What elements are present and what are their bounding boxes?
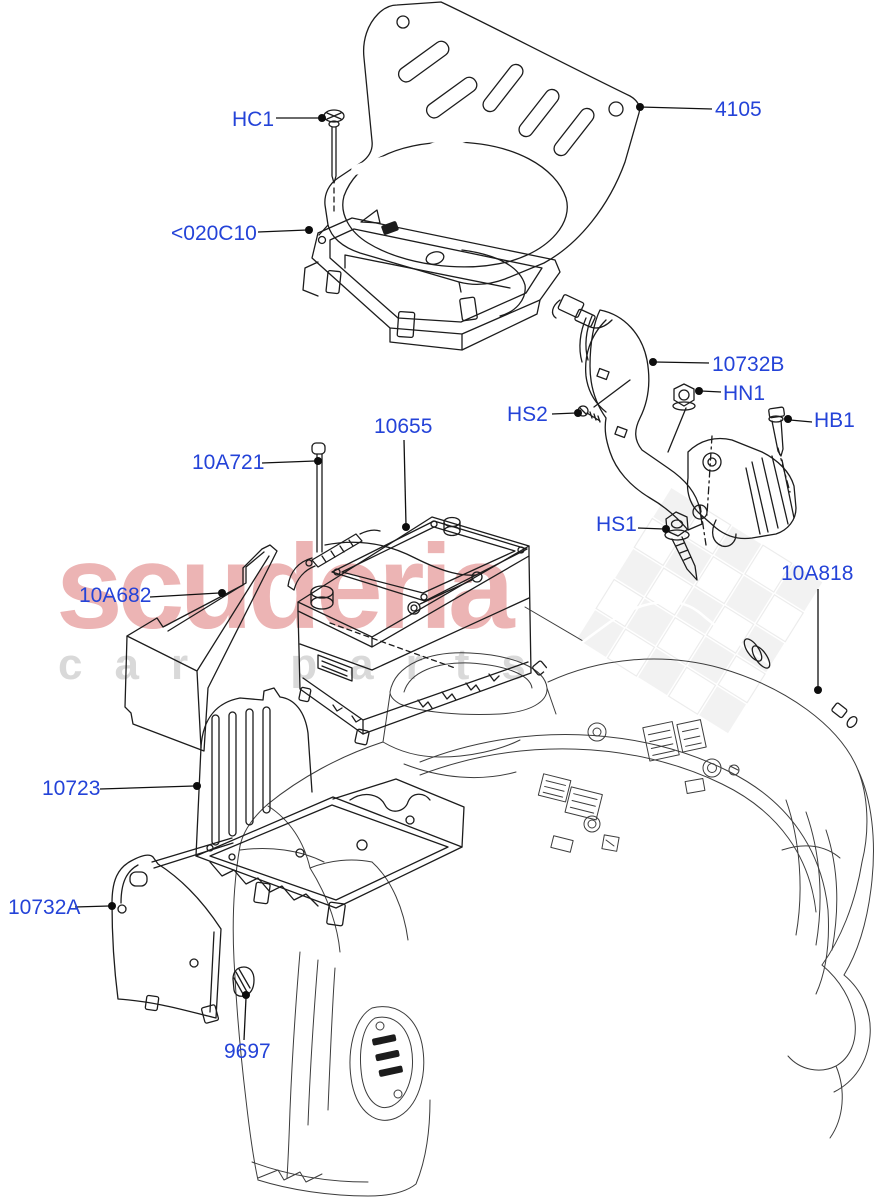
callout-leader-lines bbox=[74, 103, 822, 1041]
battery-cover-10a682-drawing bbox=[124, 544, 278, 752]
callout-9697[interactable]: 9697 bbox=[224, 1040, 271, 1063]
callout-10a721[interactable]: 10A721 bbox=[192, 451, 265, 474]
liner-sticker-right bbox=[642, 719, 707, 762]
callout-4105[interactable]: 4105 bbox=[715, 98, 762, 121]
retainer-pin-hc1-drawing bbox=[323, 109, 345, 213]
callout-hc1[interactable]: HC1 bbox=[232, 108, 275, 131]
hold-down-rod-10a721-drawing bbox=[287, 442, 381, 591]
bolt-hb1-drawing bbox=[768, 406, 786, 457]
callout-10a682[interactable]: 10A682 bbox=[79, 584, 152, 607]
shield-panel-10732a-drawing bbox=[111, 854, 222, 1024]
battery-tray-10723-drawing bbox=[151, 687, 465, 927]
checkered-flag-watermark bbox=[577, 487, 823, 734]
callout-10a818[interactable]: 10A818 bbox=[781, 562, 854, 585]
callout-10723[interactable]: 10723 bbox=[42, 777, 101, 800]
callout-hb1[interactable]: HB1 bbox=[814, 409, 855, 432]
callout-hn1[interactable]: HN1 bbox=[723, 382, 766, 405]
cover-badge-icon bbox=[381, 221, 399, 235]
battery-box-tray-020c10-drawing bbox=[302, 217, 561, 351]
battery-10655-drawing bbox=[297, 516, 584, 746]
brand-watermark: scuderia bbox=[56, 520, 515, 654]
callout-020c10[interactable]: <020C10 bbox=[171, 222, 257, 245]
callout-10732a[interactable]: 10732A bbox=[8, 896, 81, 919]
callout-hs1[interactable]: HS1 bbox=[596, 513, 637, 536]
vent-tube-10a818-drawing bbox=[532, 600, 862, 730]
wheel-arch-liner-drawing bbox=[232, 652, 874, 1197]
callout-10732b[interactable]: 10732B bbox=[712, 353, 785, 376]
callout-hs2[interactable]: HS2 bbox=[507, 403, 548, 426]
bolt-hs1-drawing bbox=[664, 511, 698, 581]
support-bracket-10732b-drawing bbox=[551, 294, 797, 548]
callout-10655[interactable]: 10655 bbox=[374, 415, 433, 438]
battery-cover-panel-4105-drawing bbox=[318, 1, 641, 293]
liner-sticker-left bbox=[537, 773, 603, 821]
nut-hn1-drawing bbox=[672, 383, 696, 411]
screw-hs2-drawing bbox=[577, 379, 631, 423]
warning-triangle-icon bbox=[360, 209, 381, 224]
